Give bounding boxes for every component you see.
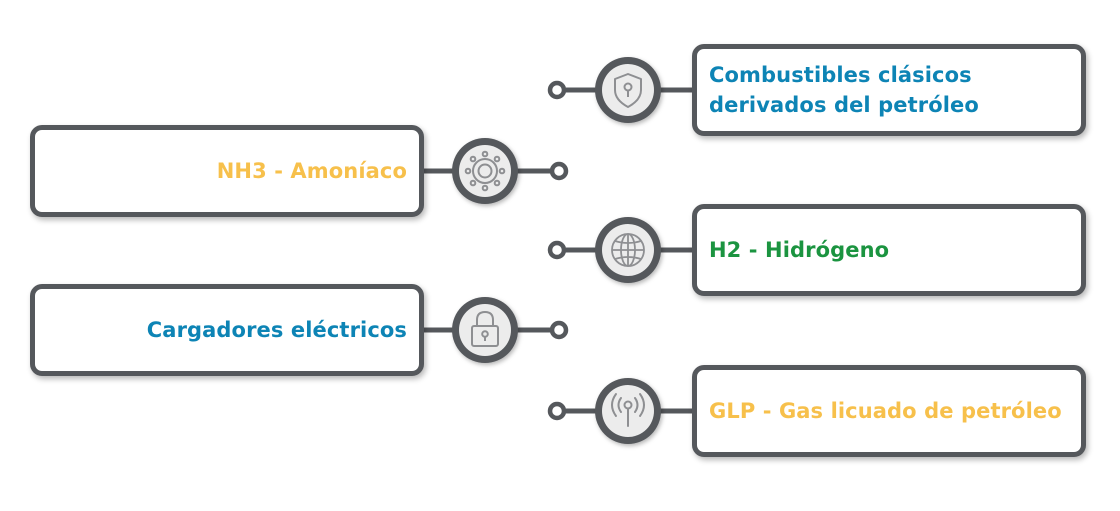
- item-label-cargadores: Cargadores eléctricos: [146, 318, 407, 342]
- item-box-combustibles: Combustibles clásicos derivados del petr…: [692, 44, 1086, 136]
- item-label-nh3: NH3 - Amoníaco: [216, 159, 407, 183]
- connector-cargadores: [420, 297, 569, 363]
- connector-h2: [547, 217, 700, 283]
- globe-icon: [611, 233, 645, 267]
- item-box-cargadores: Cargadores eléctricos: [30, 284, 424, 376]
- shield-keyhole-icon: [614, 73, 642, 108]
- padlock-icon: [471, 311, 499, 347]
- connector-nh3: [420, 138, 569, 204]
- item-label-combustibles: Combustibles clásicos derivados del petr…: [709, 63, 979, 117]
- gear-icon: [464, 150, 506, 192]
- item-label-h2: H2 - Hidrógeno: [709, 238, 890, 262]
- item-box-nh3: NH3 - Amoníaco: [30, 125, 424, 217]
- item-label-glp: GLP - Gas licuado de petróleo: [709, 399, 1062, 423]
- connector-glp: [547, 378, 700, 444]
- connector-combustibles: [547, 57, 700, 123]
- antenna-signal-icon: [611, 393, 645, 427]
- item-box-h2: H2 - Hidrógeno: [692, 204, 1086, 296]
- item-box-glp: GLP - Gas licuado de petróleo: [692, 365, 1086, 457]
